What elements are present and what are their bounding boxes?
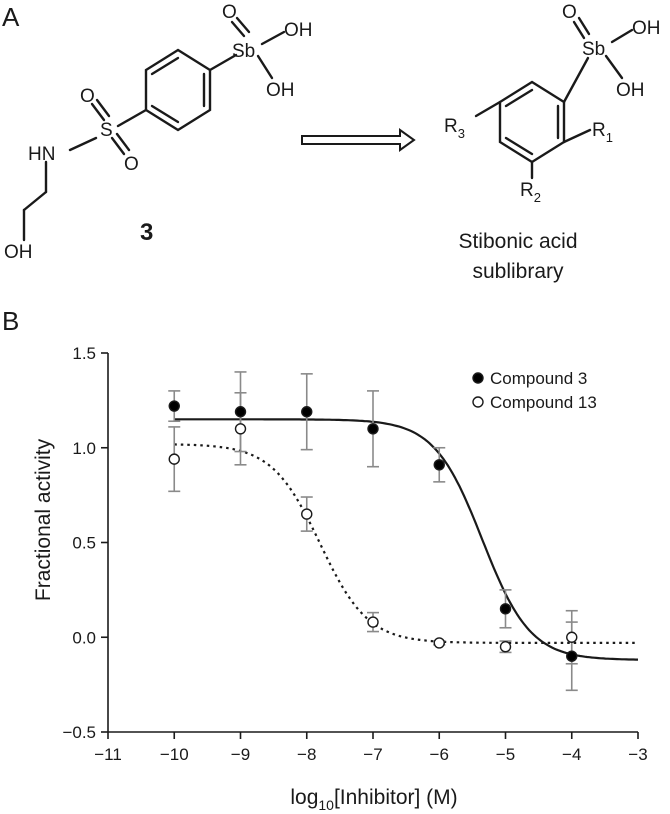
y-tick-label: 1.5 [72,344,96,363]
y-tick-label: 1.0 [72,439,96,458]
panel-label-a: A [2,2,20,32]
x-tick-label: −4 [562,745,581,764]
substituent-r2: R2 [520,180,541,205]
atom-o-right: O [562,2,577,23]
legend-label: Compound 3 [490,369,587,388]
x-tick-label: −9 [231,745,250,764]
atom-oh-2: OH [266,80,295,101]
x-tick-label: −3 [628,745,647,764]
y-tick-label: −0.5 [62,723,96,742]
atom-o-sulfonyl-2: O [124,154,139,175]
benzene-ring-right [498,80,566,164]
atom-sb-right: Sb [582,39,605,60]
x-tick-label: −10 [160,745,189,764]
fit-curve-series-2 [174,443,638,644]
y-tick-label: 0.5 [72,534,96,553]
legend-marker [472,372,484,384]
x-axis-title: log10[Inhibitor] (M) [290,786,457,813]
sublibrary-structure: Sb O OH OH R1 R2 R3 Stibonic acid sublib… [444,2,661,283]
data-point-compound-3 [168,400,180,412]
data-point-compound-3 [566,650,578,662]
data-point-compound-13 [367,616,379,628]
data-point-compound-3 [234,406,247,418]
x-tick-label: −7 [363,745,382,764]
y-axis-title: Fractional activity [32,438,55,601]
x-tick-label: −8 [297,745,316,764]
data-point-compound-13 [566,631,578,643]
data-point-compound-3 [433,459,445,471]
substituent-r1: R1 [592,120,613,145]
data-point-compound-13 [499,641,512,653]
data-point-compound-13 [234,423,247,435]
chart-axes [101,352,639,739]
compound-number: 3 [140,219,153,246]
data-point-compound-13 [168,453,180,465]
atom-hn: HN [28,144,55,165]
atom-oh-right-1: OH [632,18,661,39]
substituent-r3: R3 [444,116,465,141]
data-point-compound-13 [433,637,445,649]
caption-line-1: Stibonic acid [458,230,577,253]
fit-curve-series-1 [174,418,638,661]
atom-oh-right-2: OH [616,80,645,101]
x-tick-label: −11 [94,745,122,764]
legend-marker [472,396,484,408]
legend-label: Compound 13 [490,393,597,412]
data-point-compound-3 [367,423,379,435]
fit-curves [174,418,638,661]
benzene-ring-left [144,48,212,132]
compound-3-structure: Sb O OH OH S O O HN OH 3 [4,2,313,263]
atom-o-sulfonyl-1: O [80,86,95,107]
y-tick-label: 0.0 [72,628,96,647]
chart-legend: Compound 3 Compound 13 [472,369,597,412]
data-point-compound-13 [301,508,313,520]
tick-labels: −11 −10 −9 −8 −7 −6 −5 −4 −3 −0.5 0.0 0.5 1.0 1.5 [62,344,647,764]
x-tick-label: −5 [496,745,515,764]
atom-oh-1: OH [284,20,313,41]
data-point-compound-3 [301,406,313,418]
atom-s: S [100,120,113,141]
arrow-icon [301,128,416,152]
atom-sb: Sb [232,41,255,62]
atom-o: O [222,2,237,23]
x-tick-label: −6 [430,745,449,764]
caption-line-2: sublibrary [472,260,564,283]
atom-oh-tail: OH [4,242,33,263]
data-points [168,400,578,662]
data-point-compound-3 [499,603,512,615]
panel-label-b: B [2,306,19,336]
dose-response-chart: −11 −10 −9 −8 −7 −6 −5 −4 −3 −0.5 0.0 0.5 1.0 1.5 Com… [62,344,647,764]
